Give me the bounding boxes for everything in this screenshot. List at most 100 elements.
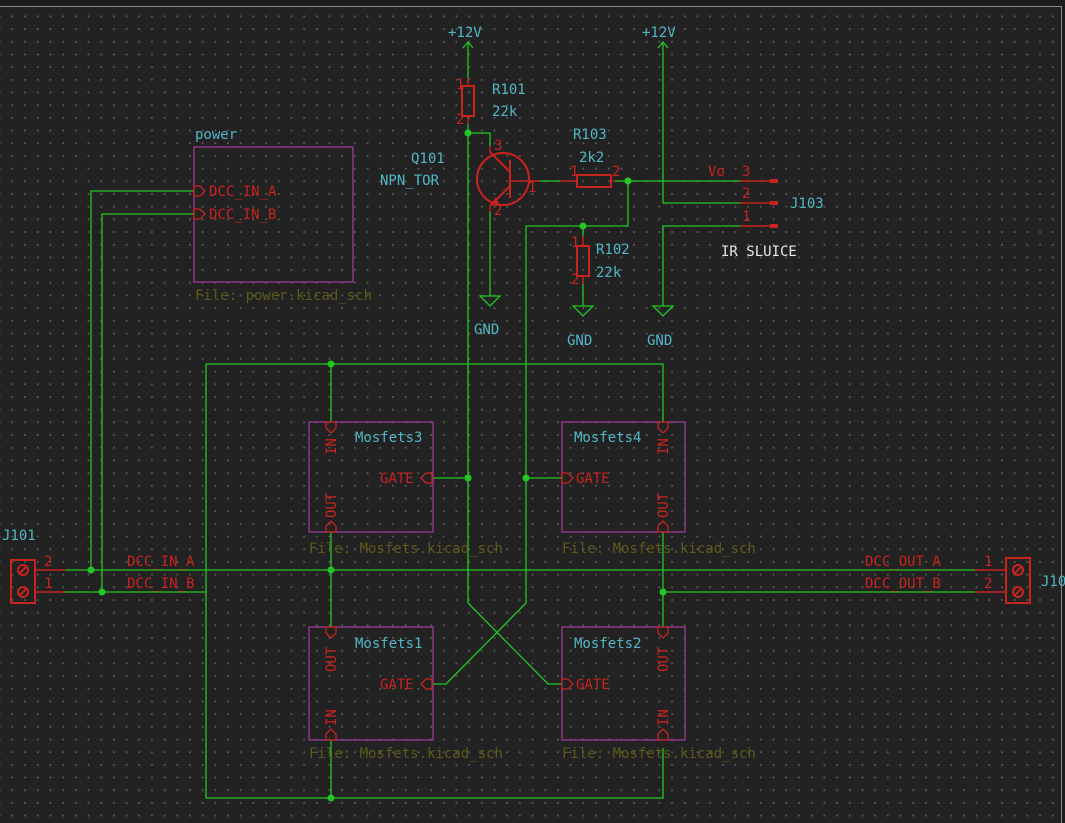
junction xyxy=(522,474,530,482)
sheet-file: File: Mosfets.kicad_sch xyxy=(562,541,756,557)
transistor-q101[interactable]: 1 2 3 Q101 NPN_TOR xyxy=(380,138,540,219)
component-ref: J103 xyxy=(790,196,824,212)
sheet-pin-label: IN xyxy=(324,438,340,455)
pin-number: 2 xyxy=(44,554,52,570)
sheet-pin-label: OUT xyxy=(324,646,340,672)
sheet-pin-icon xyxy=(420,678,433,690)
pin-number: 1 xyxy=(984,554,992,570)
sheet-name: Mosfets2 xyxy=(574,636,641,652)
component-ref: J101 xyxy=(2,528,36,544)
sheet-pin-icon xyxy=(657,728,669,741)
sheet-mosfets3[interactable]: Mosfets3 File: Mosfets.kicad_sch IN OUT … xyxy=(308,421,503,557)
component-ref: Q101 xyxy=(411,151,445,167)
sheet-name: Mosfets3 xyxy=(355,430,422,446)
resistor-r102[interactable]: 1 2 R102 22k xyxy=(571,235,630,288)
sheet-pin-icon xyxy=(325,421,337,434)
connector-pin-icon xyxy=(770,201,778,205)
frame-border-right xyxy=(1061,6,1062,823)
sheet-file: File: Mosfets.kicad_sch xyxy=(309,746,503,762)
sheet-pin-label: GATE xyxy=(380,677,414,693)
pin-number: 1 xyxy=(570,164,578,180)
component-value: IR SLUICE xyxy=(721,244,797,260)
ground-label: GND xyxy=(474,322,499,338)
pin-number: 2 xyxy=(742,186,750,202)
connector-j103[interactable]: 3 2 1 J103 IR SLUICE xyxy=(721,164,824,260)
sheet-pin-icon xyxy=(325,520,337,533)
terminal-block-icon xyxy=(1005,557,1031,604)
sheet-file: File: Mosfets.kicad_sch xyxy=(309,541,503,557)
sheet-pin-label: OUT xyxy=(656,492,672,518)
pin-number: 1 xyxy=(44,576,52,592)
sheet-pin-label: OUT xyxy=(324,492,340,518)
net-label-dcc-out-a[interactable]: DCC_OUT_A xyxy=(865,554,941,570)
ground-icon xyxy=(478,295,502,307)
connector-pin-icon xyxy=(770,224,778,228)
junctions xyxy=(87,129,667,802)
sheet-mosfets2[interactable]: Mosfets2 File: Mosfets.kicad_sch OUT IN … xyxy=(561,626,756,762)
sheet-pin-icon xyxy=(193,208,206,220)
junction xyxy=(464,474,472,482)
component-ref: R102 xyxy=(596,242,630,258)
power-arrow-icon xyxy=(462,40,474,49)
component-ref: R101 xyxy=(492,82,526,98)
ground-symbol-q101[interactable]: GND xyxy=(474,295,502,338)
component-ref: R103 xyxy=(573,127,607,143)
wire xyxy=(662,225,740,306)
net-label-vo[interactable]: Vo xyxy=(708,164,725,180)
sheet-pin-icon xyxy=(657,520,669,533)
sheet-name: Mosfets4 xyxy=(574,430,641,446)
ground-icon xyxy=(651,305,675,317)
grid-background xyxy=(0,6,1062,823)
wire xyxy=(205,363,664,592)
component-value: NPN_TOR xyxy=(380,173,440,189)
sheet-pin-label: GATE xyxy=(380,471,414,487)
sheet-mosfets1[interactable]: Mosfets1 File: Mosfets.kicad_sch OUT IN … xyxy=(308,626,503,762)
ground-symbol-j103[interactable]: GND xyxy=(647,305,675,349)
pin-number: 1 xyxy=(571,235,579,251)
wire xyxy=(432,602,527,685)
connector-j102[interactable]: 1 2 J10 xyxy=(975,554,1065,604)
junction xyxy=(659,588,667,596)
wire xyxy=(468,132,491,146)
power-12v-left[interactable]: +12V xyxy=(448,25,482,49)
sheet-pin-label: DCC_IN_B xyxy=(209,207,276,223)
resistor-r103[interactable]: 1 2 R103 2k2 xyxy=(560,127,620,188)
junction xyxy=(87,566,95,574)
ground-label: GND xyxy=(567,333,592,349)
pin-number: 3 xyxy=(742,164,750,180)
sheet-pin-icon xyxy=(325,728,337,741)
connector-j101[interactable]: 2 1 J101 xyxy=(2,528,65,604)
resistor-r101[interactable]: 1 2 R101 22k xyxy=(456,77,526,128)
junction xyxy=(327,794,335,802)
pin-number: 2 xyxy=(984,576,992,592)
power-12v-right[interactable]: +12V xyxy=(642,25,676,49)
wires xyxy=(65,42,975,799)
sheet-power[interactable]: power File: power.kicad_sch DCC_IN_A DCC… xyxy=(193,127,372,304)
junction xyxy=(327,360,335,368)
connector-pin-icon xyxy=(770,179,778,183)
sheet-pin-label: IN xyxy=(324,709,340,726)
net-label-dcc-in-b[interactable]: DCC_IN_B xyxy=(127,576,194,592)
sheet-mosfets4[interactable]: Mosfets4 File: Mosfets.kicad_sch IN OUT … xyxy=(561,421,756,557)
net-label-dcc-out-b[interactable]: DCC_OUT_B xyxy=(865,576,941,592)
component-value: 22k xyxy=(492,104,518,120)
sheet-pin-label: DCC_IN_A xyxy=(209,184,277,200)
resistor-icon xyxy=(576,174,612,188)
power-label: +12V xyxy=(448,25,482,41)
junction xyxy=(624,177,632,185)
wire xyxy=(467,602,562,685)
ground-symbol-r102[interactable]: GND xyxy=(567,305,595,349)
transistor-icon xyxy=(476,152,530,206)
component-ref: J10 xyxy=(1041,574,1065,590)
sheet-pin-label: GATE xyxy=(576,677,610,693)
pin-number: 3 xyxy=(494,138,502,154)
pin-number: 2 xyxy=(571,272,579,288)
net-label-dcc-in-a[interactable]: DCC_IN_A xyxy=(127,554,195,570)
pin-number: 2 xyxy=(494,203,502,219)
sheet-pin-icon xyxy=(657,421,669,434)
sheet-pin-icon xyxy=(420,472,433,484)
pin-number: 2 xyxy=(456,112,464,128)
junction xyxy=(327,566,335,574)
